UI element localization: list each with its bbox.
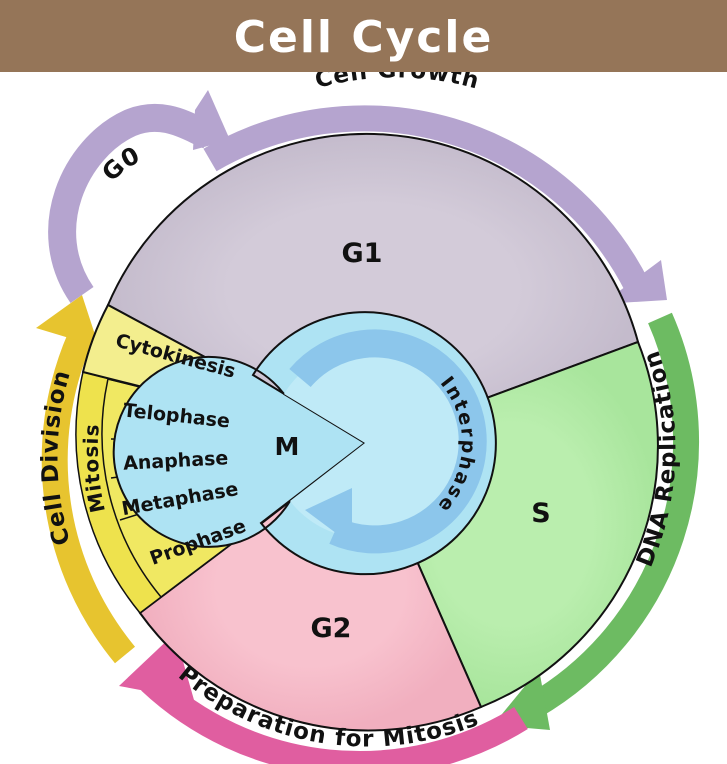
g2-label: G2 (311, 613, 352, 644)
page-title: Cell Cycle (233, 12, 494, 63)
interphase-inner-disc (284, 348, 461, 539)
s-label: S (531, 498, 550, 529)
preparation-arrow (141, 671, 528, 764)
cell-cycle-diagram: G0 Cell Growth DNA Replication Preparati… (36, 72, 700, 764)
division-arrow (41, 332, 136, 664)
growth-arrow (203, 105, 649, 292)
interphase-arrowhead (305, 488, 352, 545)
m-label: M (275, 432, 300, 461)
anaphase-label: Anaphase (123, 447, 229, 474)
g1-label: G1 (342, 238, 383, 269)
g0-loop-arrow (48, 104, 214, 303)
g0-arrowhead (193, 90, 230, 150)
replication-arrow (527, 312, 700, 718)
cell-division-label: Cell Division (37, 367, 75, 548)
division-arrowhead (36, 295, 99, 347)
interphase-arrow (289, 329, 487, 554)
cell-growth-label: Cell Growth (312, 72, 482, 95)
title-bar: Cell Cycle (0, 0, 727, 72)
